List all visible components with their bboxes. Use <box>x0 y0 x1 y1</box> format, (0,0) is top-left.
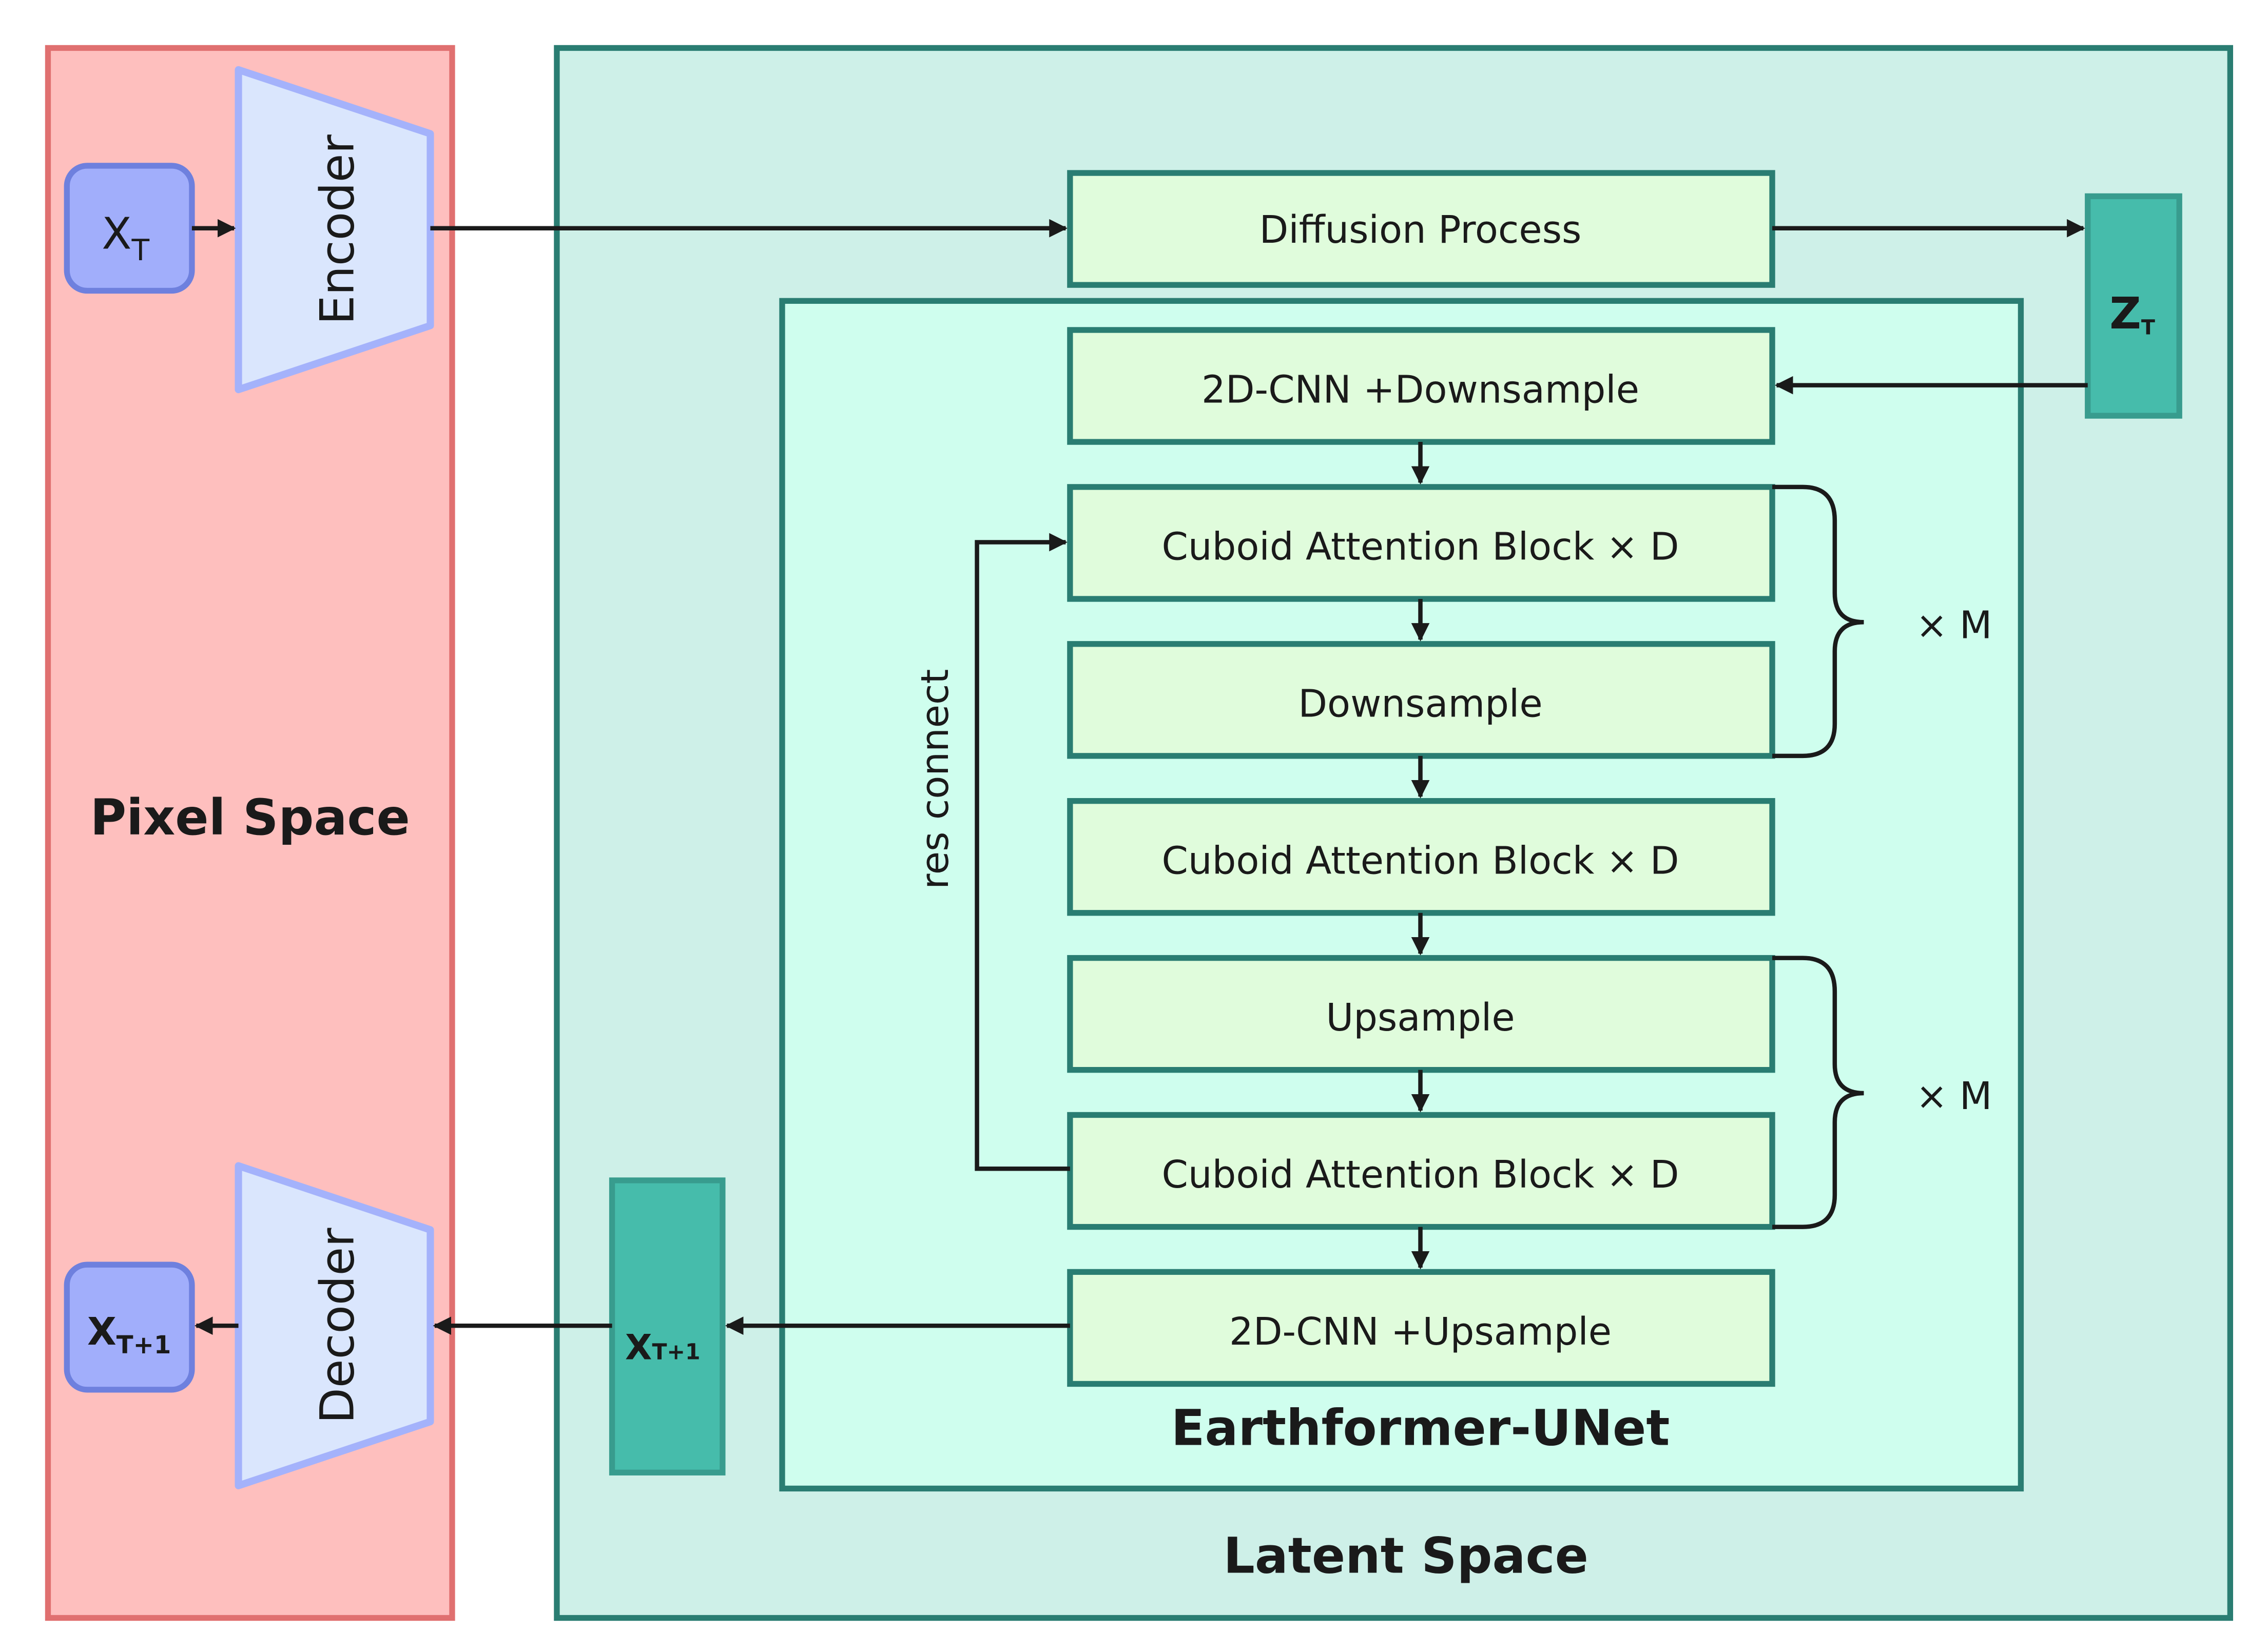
output-box[interactable] <box>64 1261 195 1393</box>
diffusion-process-box[interactable] <box>1067 170 1775 288</box>
res-connection: res connect <box>914 533 1070 1171</box>
input-symbol: XT <box>102 208 149 267</box>
repeat-brace-bottom <box>1772 956 1864 1229</box>
block-label: Cuboid Attention Block × D <box>1162 839 1679 883</box>
block-box[interactable] <box>1067 641 1775 759</box>
block-label: Cuboid Attention Block × D <box>1162 525 1679 569</box>
brace-icon <box>1772 956 1864 1229</box>
res-connection-arrow <box>975 533 1070 1171</box>
decoder-label: Decoder <box>311 1228 364 1424</box>
input-node[interactable]: XT <box>64 163 195 294</box>
output-node[interactable]: XT+1 <box>64 1261 195 1393</box>
repeat-brace-top <box>1772 484 1864 759</box>
z-node-symbol: ZT <box>2109 288 2155 339</box>
encoder-label: Encoder <box>311 134 364 325</box>
z-node-box[interactable] <box>2085 193 2182 419</box>
unet-label: Earthformer-UNet <box>1171 1399 1670 1457</box>
x-latent-node-symbol: XT+1 <box>625 1327 701 1368</box>
latent-space-label: Latent Space <box>1223 1527 1588 1585</box>
brace-icon <box>1772 484 1864 759</box>
unet-blocks: 2D-CNN +Downsample Cuboid Attention Bloc… <box>1067 327 1775 1387</box>
decoder[interactable]: Decoder <box>235 1162 434 1489</box>
block-label: Cuboid Attention Block × D <box>1162 1153 1679 1197</box>
repeat-label-bottom: × M <box>1916 1075 1992 1118</box>
diffusion-process-block[interactable]: Diffusion Process <box>1067 170 1775 288</box>
block-2dcnn-downsample[interactable]: 2D-CNN +Downsample <box>1067 327 1775 445</box>
block-label: 2D-CNN +Downsample <box>1201 368 1639 412</box>
output-symbol: XT+1 <box>87 1310 171 1360</box>
block-downsample[interactable]: Downsample <box>1067 641 1775 759</box>
pixel-space-label: Pixel Space <box>90 789 410 846</box>
block-box[interactable] <box>1067 484 1775 602</box>
repeat-label-top: × M <box>1916 604 1992 647</box>
diffusion-process-label: Diffusion Process <box>1259 208 1582 252</box>
decoder-shape[interactable] <box>235 1162 434 1489</box>
x-latent-node[interactable]: XT+1 <box>609 1177 726 1475</box>
block-box[interactable] <box>1067 327 1775 445</box>
flow-arrows <box>191 219 2088 1335</box>
block-box[interactable] <box>1067 798 1775 916</box>
encoder[interactable]: Encoder <box>235 66 434 394</box>
x-latent-node-box[interactable] <box>609 1177 726 1475</box>
encoder-shape[interactable] <box>235 66 434 394</box>
block-label: 2D-CNN +Upsample <box>1229 1310 1612 1354</box>
block-cuboid-attention-2[interactable]: Cuboid Attention Block × D <box>1067 798 1775 916</box>
z-node[interactable]: ZT <box>2085 193 2182 419</box>
res-connect-label: res connect <box>914 669 957 889</box>
block-label: Downsample <box>1298 682 1542 726</box>
block-label: Upsample <box>1326 996 1515 1040</box>
block-upsample[interactable]: Upsample <box>1067 955 1775 1073</box>
block-cuboid-attention-3[interactable]: Cuboid Attention Block × D <box>1067 1112 1775 1230</box>
block-box[interactable] <box>1067 955 1775 1073</box>
block-2dcnn-upsample[interactable]: 2D-CNN +Upsample <box>1067 1269 1775 1387</box>
block-cuboid-attention-1[interactable]: Cuboid Attention Block × D <box>1067 484 1775 602</box>
